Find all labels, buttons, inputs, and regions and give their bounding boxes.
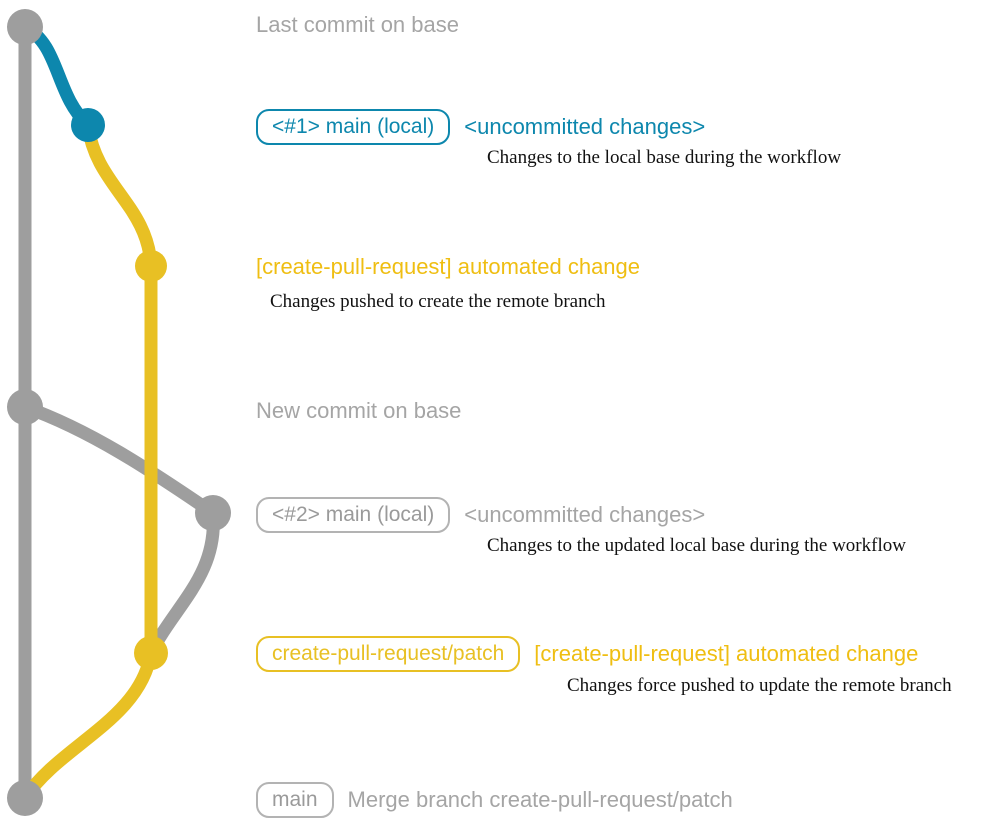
commit-node-patch-1[interactable] <box>135 250 167 282</box>
commit-subject: [create-pull-request] automated change <box>534 641 919 666</box>
entry-merge-commit: main Merge branch create-pull-request/pa… <box>256 782 733 818</box>
ref-badge-local-main-1[interactable]: <#1> main (local) <box>256 109 451 145</box>
entry-automated-change-1: [create-pull-request] automated change <box>256 256 640 278</box>
edge-local1-to-patch1 <box>81 118 158 273</box>
commit-subject: Last commit on base <box>256 12 459 37</box>
commit-subject: [create-pull-request] automated change <box>256 254 641 279</box>
commit-node-base-head[interactable] <box>7 9 43 45</box>
commit-note-local-main-2: Changes to the updated local base during… <box>487 535 906 556</box>
commit-subject: Merge branch create-pull-request/patch <box>347 787 733 812</box>
commit-note-automated-change-1: Changes pushed to create the remote bran… <box>270 291 606 312</box>
edge-patch2-to-merge <box>18 646 158 805</box>
commit-note-local-main-1: Changes to the local base during the wor… <box>487 147 842 168</box>
edge-base-to-local2 <box>18 400 220 520</box>
entry-new-commit-on-base: New commit on base <box>256 400 461 422</box>
entry-local-main-2: <#2> main (local) <uncommitted changes> <box>256 497 705 533</box>
commit-node-local-2[interactable] <box>195 495 231 531</box>
entry-local-main-1: <#1> main (local) <uncommitted changes> <box>256 109 705 145</box>
commit-node-base-new[interactable] <box>7 389 43 425</box>
ref-badge-main[interactable]: main <box>256 782 334 818</box>
commit-node-merge[interactable] <box>7 780 43 816</box>
ref-badge-create-pull-request-patch[interactable]: create-pull-request/patch <box>256 636 521 672</box>
edge-base-to-local1 <box>18 20 95 132</box>
commit-node-local-1[interactable] <box>71 108 105 142</box>
entry-automated-change-2: create-pull-request/patch [create-pull-r… <box>256 636 918 672</box>
commit-subject: <uncommitted changes> <box>464 114 706 139</box>
ref-badge-local-main-2[interactable]: <#2> main (local) <box>256 497 451 533</box>
commit-note-automated-change-2: Changes force pushed to update the remot… <box>567 675 952 696</box>
commit-subject: New commit on base <box>256 398 462 423</box>
edge-local2-to-patch2 <box>144 506 220 660</box>
commit-subject: <uncommitted changes> <box>464 502 706 527</box>
entry-last-commit-on-base: Last commit on base <box>256 14 459 36</box>
commit-node-patch-2[interactable] <box>134 636 168 670</box>
